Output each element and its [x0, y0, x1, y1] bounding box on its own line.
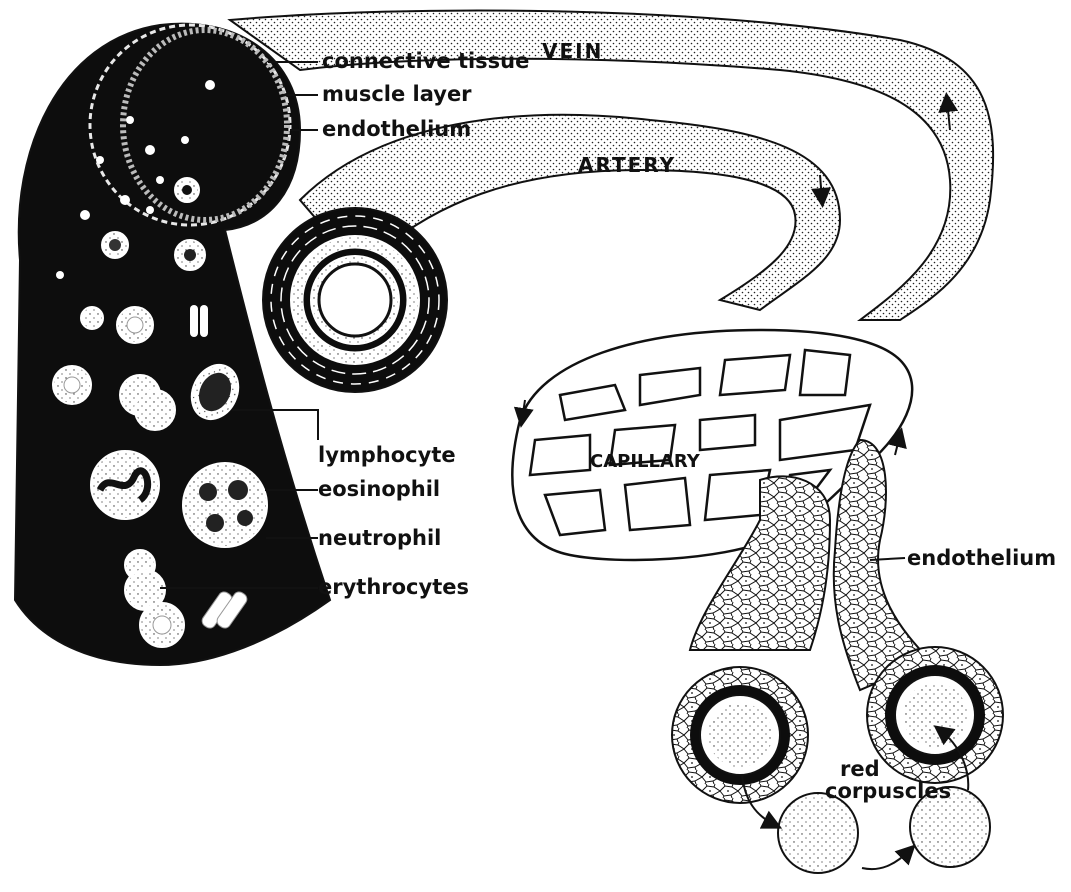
label-erythrocytes: erythrocytes [318, 575, 469, 599]
label-red: red [840, 757, 880, 781]
label-endothelium-capillary: endothelium [907, 546, 1056, 570]
arrow-capillary-out [895, 435, 900, 455]
label-lymphocyte: lymphocyte [318, 443, 456, 467]
label-muscle-layer: muscle layer [322, 82, 472, 106]
label-eosinophil: eosinophil [318, 477, 440, 501]
label-neutrophil: neutrophil [318, 526, 441, 550]
label-capillary: CAPILLARY [590, 451, 701, 472]
label-artery: ARTERY [578, 153, 676, 177]
arrow-between-corpuscles [862, 850, 910, 869]
label-corpuscles: corpuscles [825, 779, 951, 803]
neutrophil-cell [183, 463, 267, 547]
eosinophil-cell [91, 451, 159, 519]
label-endothelium-vein: endothelium [322, 117, 471, 141]
artery-cross-section [263, 208, 447, 392]
label-connective-tissue: connective tissue [322, 49, 529, 73]
capillary-cross-section-left [672, 667, 808, 803]
capillary-cross-section-right [867, 647, 1003, 783]
label-vein: VEIN [542, 39, 603, 63]
